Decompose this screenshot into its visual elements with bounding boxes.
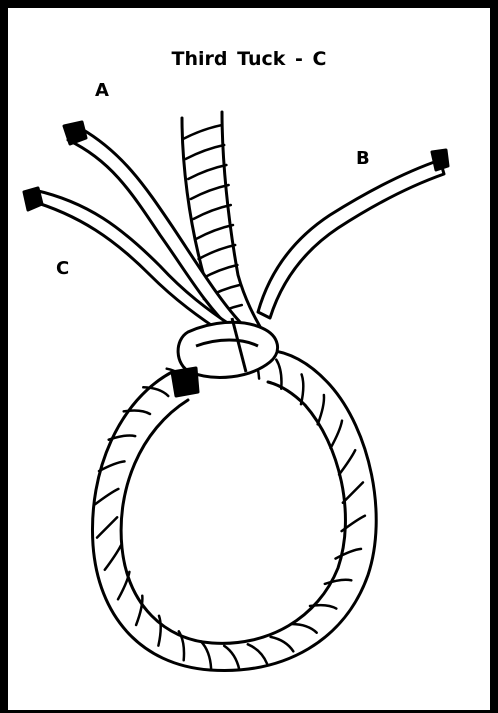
rope-twist-mark (118, 572, 129, 599)
rope-twist-mark (188, 165, 226, 179)
loose-strands (24, 122, 448, 335)
rope-twist-mark (186, 145, 225, 159)
rope-twist-mark (301, 374, 303, 404)
rope-twist-mark (271, 637, 294, 651)
rope-twist-mark (95, 489, 118, 504)
rope-twist-mark (105, 545, 121, 569)
strand-b-whipped-end (432, 150, 448, 170)
rope-twist-mark (331, 421, 342, 448)
rope-twist-mark (158, 616, 160, 646)
rope-twist-mark (292, 624, 317, 633)
rope-twist-mark (325, 580, 352, 584)
rope-twist-mark (343, 482, 363, 502)
rope-twist-mark (224, 646, 239, 670)
rope-twist-mark (97, 517, 117, 537)
rope-twist-mark (183, 125, 222, 139)
rope-twist-mark (191, 185, 229, 199)
rope-twist-mark (318, 395, 324, 424)
rope-eye-loop (92, 350, 376, 670)
rope-twist-mark (339, 450, 355, 474)
rope-twist-mark (196, 225, 233, 239)
rope-twist-mark (248, 644, 267, 664)
strand-c-whipped-end (24, 188, 42, 210)
rope-twist-mark (336, 549, 362, 559)
strand-b (258, 160, 444, 318)
tuck-crossing (172, 318, 278, 396)
rope-twist-mark (199, 245, 236, 259)
rope-twist-mark (201, 641, 211, 668)
rope-twist-mark (193, 205, 230, 219)
